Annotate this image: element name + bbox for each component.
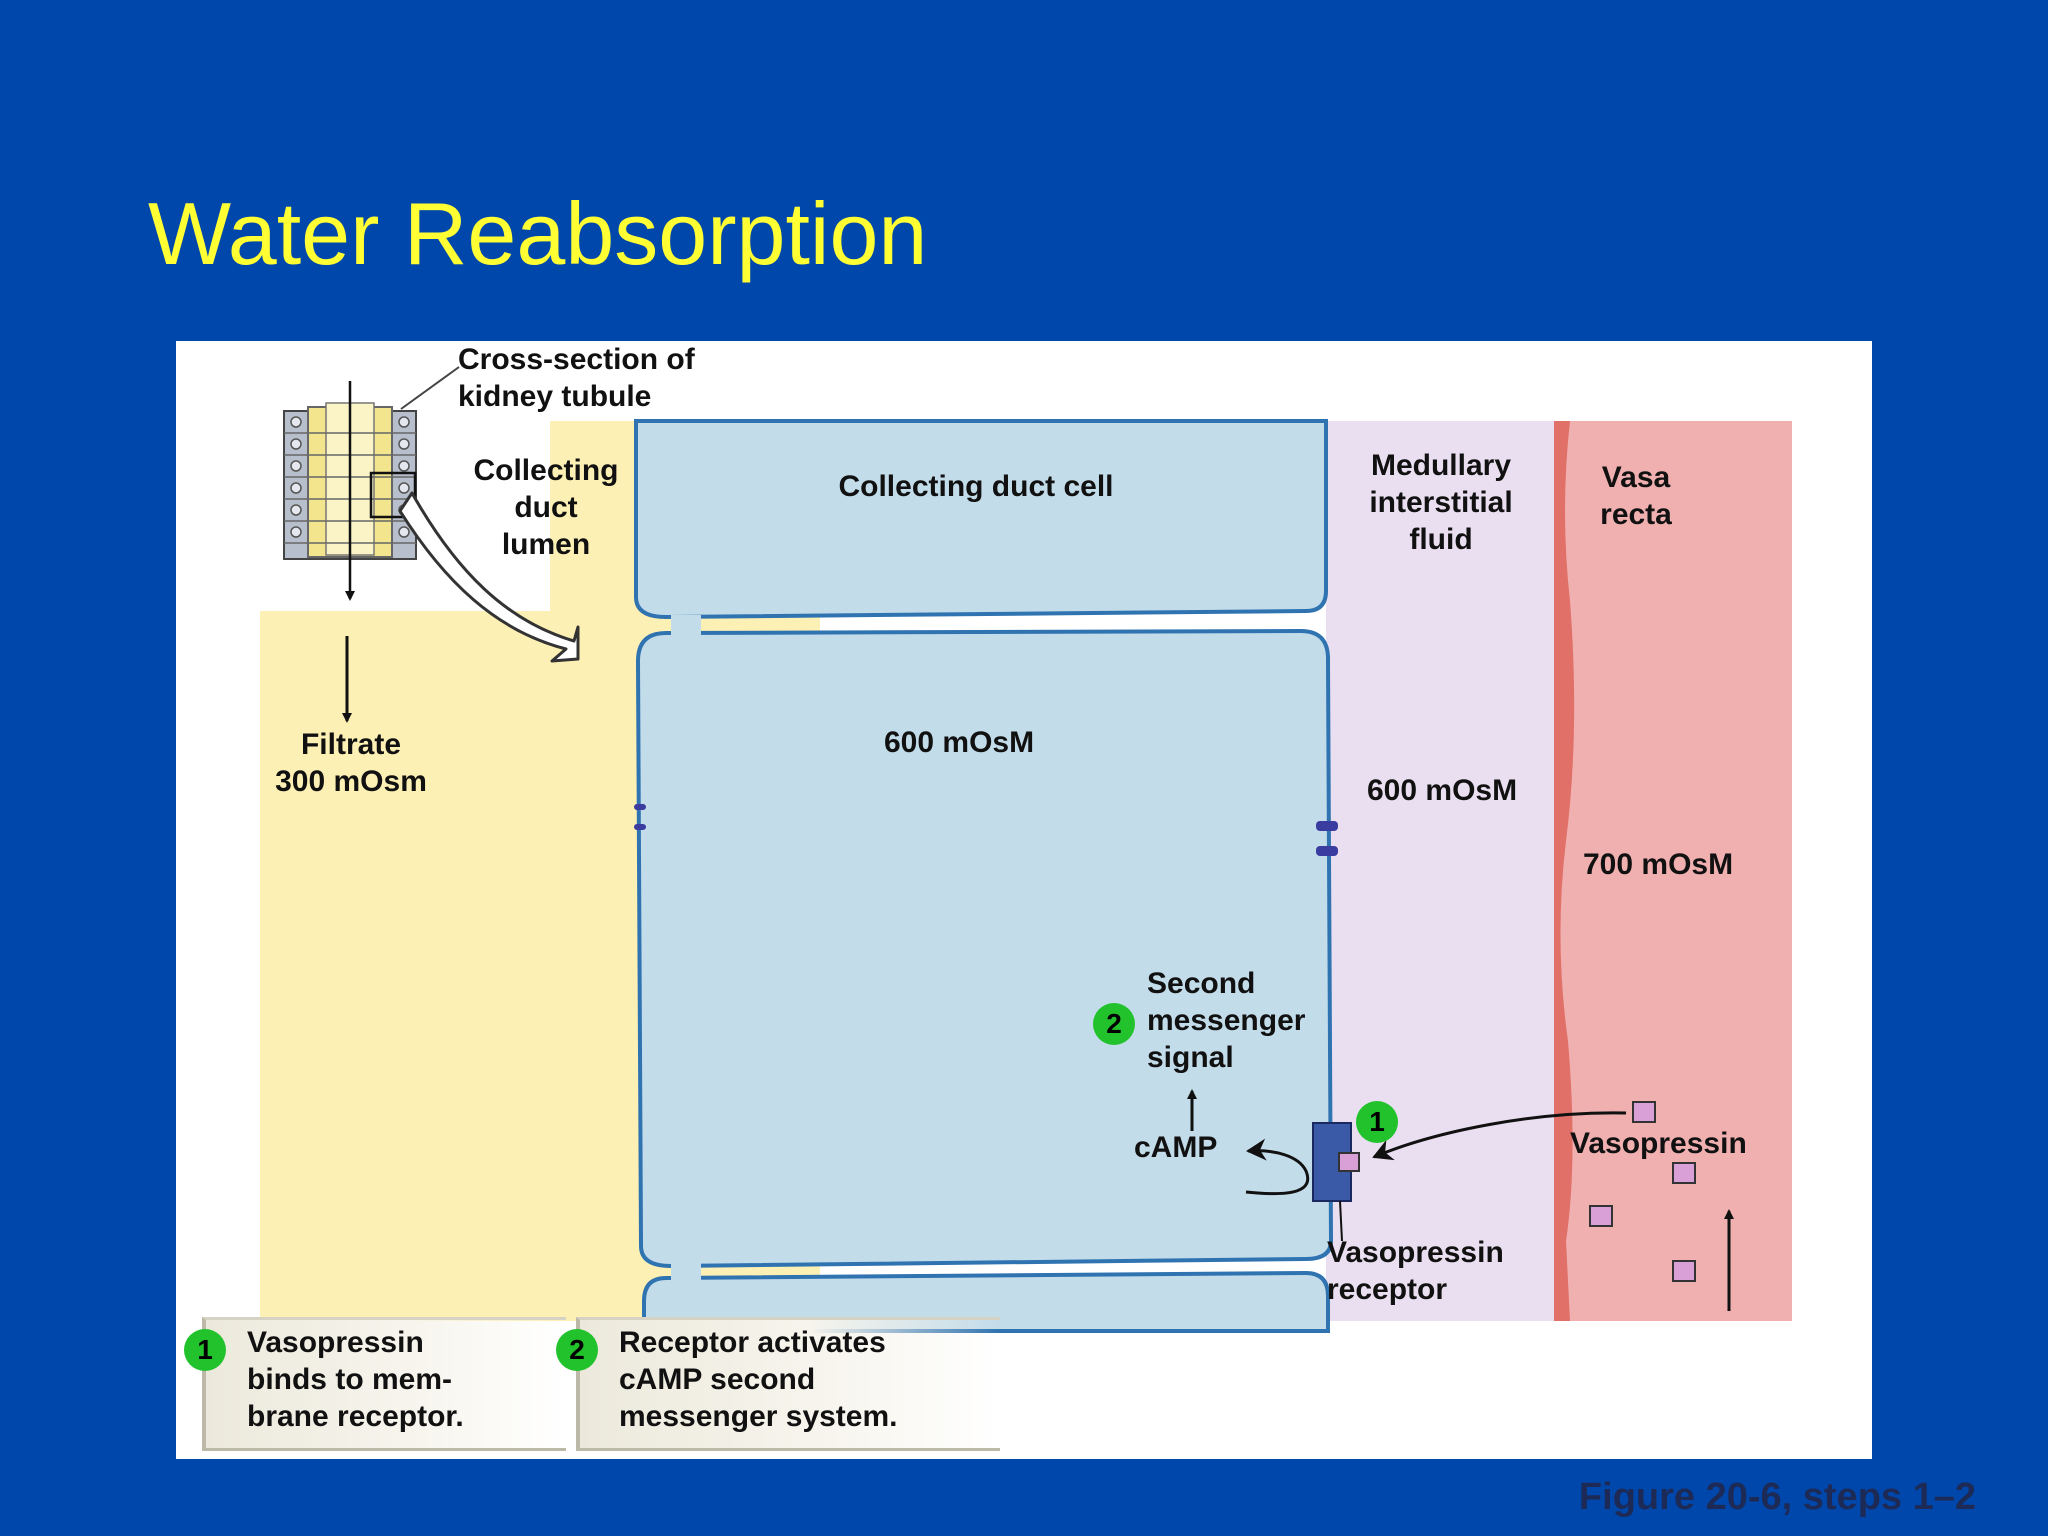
interstitial-label: Medullary interstitial fluid: [1369, 449, 1513, 556]
second-messenger-label: Second messenger signal: [1147, 967, 1306, 1074]
figure-caption: Figure 20-6, steps 1–2: [1578, 1476, 1976, 1518]
diagram-panel: Cross-section of kidney tubule Collectin…: [176, 341, 1872, 1459]
binding-arrow: [1372, 1111, 1627, 1161]
camp-label: cAMP: [1134, 1131, 1218, 1164]
step-badge-receptor: 1: [1356, 1101, 1398, 1143]
step-box-1: [202, 1317, 566, 1451]
diagram-artwork: [260, 366, 1792, 1333]
duct-cell-label: Collecting duct cell: [838, 470, 1114, 503]
step-1-text: Vasopressin binds to mem- brane receptor…: [247, 1326, 464, 1433]
tubule-cross-section-icon: [283, 366, 580, 663]
duct-cells: [634, 419, 1334, 1333]
filtrate-label: Filtrate 300 mOsm: [275, 728, 427, 798]
zoom-arrow: [398, 491, 580, 663]
bound-vasopressin: [1338, 1152, 1360, 1172]
camp-arrow: [1245, 1138, 1310, 1196]
vasa-recta-label: Vasa recta: [1600, 461, 1672, 531]
vessel-wall: [1554, 421, 1575, 1321]
receptor-label: Vasopressin receptor: [1327, 1236, 1504, 1306]
slide-title: Water Reabsorption: [148, 184, 928, 283]
cell-osmolarity-label: 600 mOsM: [884, 726, 1035, 759]
interstitial-osmolarity-label: 600 mOsM: [1367, 774, 1518, 807]
step-2-text: Receptor activates cAMP second messenger…: [619, 1326, 898, 1433]
vasopressin-molecules: [1589, 1101, 1696, 1282]
step-2-badge: 2: [556, 1329, 598, 1371]
vasopressin-label: Vasopressin: [1570, 1127, 1747, 1160]
vasa-recta-osmolarity-label: 700 mOsM: [1583, 848, 1734, 881]
duct-cell-middle: [635, 628, 1334, 1269]
step-1-badge: 1: [184, 1329, 226, 1371]
step-badge-signal: 2: [1093, 1003, 1135, 1045]
duct-cell-bottom: [642, 1270, 1330, 1333]
membrane-channels: [634, 804, 1338, 856]
step-box-2: [576, 1317, 1000, 1451]
receptor-leader: [1339, 1200, 1343, 1242]
lumen-label: Collecting duct lumen: [473, 454, 619, 561]
duct-cell-top: [634, 419, 1328, 620]
cross-section-label: Cross-section of kidney tubule: [458, 343, 695, 413]
